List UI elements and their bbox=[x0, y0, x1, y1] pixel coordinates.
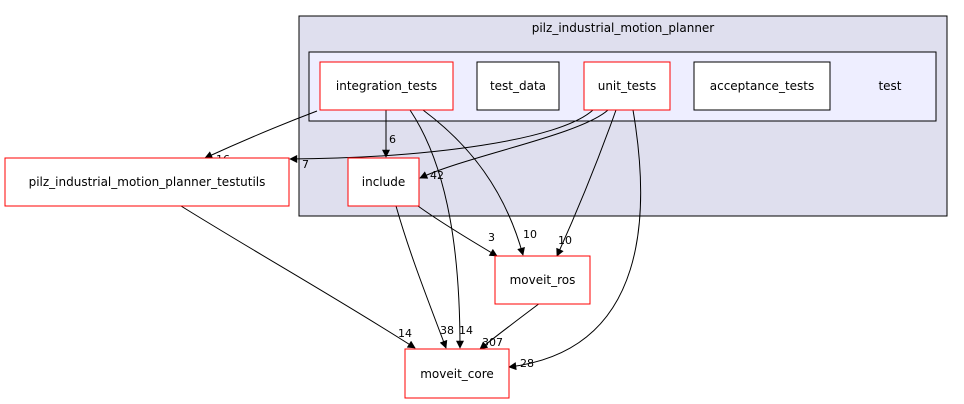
node-box bbox=[476, 61, 560, 111]
node-box bbox=[404, 348, 510, 399]
node-label: integration_tests bbox=[336, 79, 437, 93]
node-include[interactable]: include bbox=[347, 157, 420, 207]
outer-cluster-label: pilz_industrial_motion_planner bbox=[532, 21, 715, 35]
node-label: moveit_ros bbox=[510, 273, 576, 287]
node-label: unit_tests bbox=[598, 79, 657, 93]
edges: 16 6 10 14 7 42 10 28 3 38 14 307 bbox=[180, 109, 642, 371]
edge-integration-tests-to-moveit-ros bbox=[422, 109, 525, 256]
node-box bbox=[693, 61, 831, 111]
edge-integration-tests-to-moveit-core bbox=[409, 109, 464, 349]
node-box bbox=[583, 61, 671, 111]
node-label: test_data bbox=[490, 79, 546, 93]
edge-count-integration-tests-to-moveit-ros: 10 bbox=[523, 228, 537, 241]
node-testutils[interactable]: pilz_industrial_motion_planner_testutils bbox=[4, 157, 290, 207]
edge-count-moveit-ros-to-moveit-core: 307 bbox=[482, 336, 503, 349]
edge-unit-tests-to-moveit-core bbox=[508, 109, 642, 371]
edge-include-to-moveit-core bbox=[395, 205, 448, 349]
edge-count-include-to-moveit-core: 38 bbox=[440, 324, 454, 337]
edge-count-include-to-moveit-ros: 3 bbox=[488, 231, 495, 244]
edge-count-integration-tests-to-moveit-core: 14 bbox=[459, 324, 473, 337]
edge-testutils-to-moveit-core bbox=[180, 205, 416, 349]
node-acceptance-tests[interactable]: acceptance_tests bbox=[693, 61, 831, 111]
node-box bbox=[494, 255, 591, 305]
edge-include-to-moveit-ros bbox=[417, 205, 498, 257]
edge-unit-tests-to-moveit-ros bbox=[556, 109, 617, 257]
node-label: acceptance_tests bbox=[710, 79, 815, 93]
edge-count-unit-tests-to-testutils: 7 bbox=[302, 158, 309, 171]
edge-moveit-ros-to-moveit-core bbox=[479, 302, 541, 350]
edge-integration-tests-to-testutils bbox=[204, 110, 318, 159]
node-box bbox=[319, 61, 454, 111]
node-integration-tests[interactable]: integration_tests bbox=[319, 61, 454, 111]
node-label: include bbox=[362, 175, 405, 189]
node-label: moveit_core bbox=[420, 367, 494, 381]
edge-count-integration-tests-to-include: 6 bbox=[389, 133, 396, 146]
node-test-data[interactable]: test_data bbox=[476, 61, 560, 111]
node-label: pilz_industrial_motion_planner_testutils bbox=[29, 175, 266, 189]
edge-count-testutils-to-moveit-core: 14 bbox=[398, 327, 412, 340]
inner-cluster-label: test bbox=[878, 79, 901, 93]
edge-unit-tests-to-testutils bbox=[289, 109, 594, 163]
edge-count-unit-tests-to-moveit-core: 28 bbox=[520, 357, 534, 370]
node-moveit-core[interactable]: moveit_core bbox=[404, 348, 510, 399]
edge-unit-tests-to-include bbox=[419, 109, 609, 179]
node-box bbox=[347, 157, 420, 207]
node-unit-tests[interactable]: unit_tests bbox=[583, 61, 671, 111]
edge-count-unit-tests-to-include: 42 bbox=[430, 169, 444, 182]
node-moveit-ros[interactable]: moveit_ros bbox=[494, 255, 591, 305]
node-box bbox=[4, 157, 290, 207]
edge-count-unit-tests-to-moveit-ros: 10 bbox=[558, 234, 572, 247]
